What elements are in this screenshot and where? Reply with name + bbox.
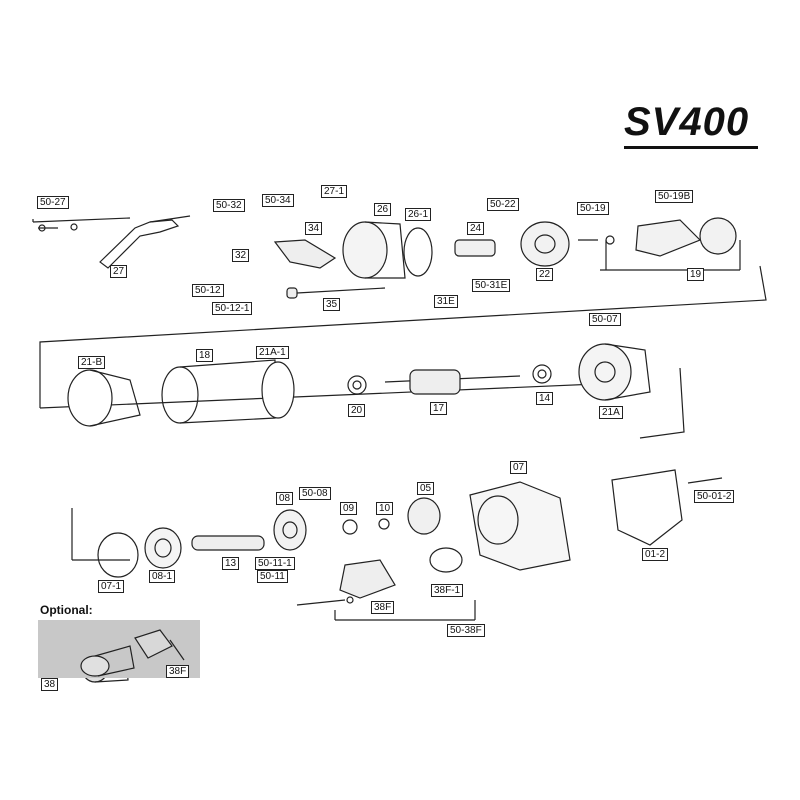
part-38F-flange bbox=[339, 559, 396, 599]
part-18-stator bbox=[161, 359, 295, 424]
part-07-1-oring bbox=[97, 532, 139, 578]
label-50-11: 50-11 bbox=[257, 570, 288, 583]
label-32: 32 bbox=[232, 249, 250, 262]
label-38-optional: 38 bbox=[41, 678, 59, 691]
part-17-rotor bbox=[384, 369, 521, 395]
label-50-11-1: 50-11-1 bbox=[255, 557, 295, 570]
label-50-12: 50-12 bbox=[192, 284, 224, 297]
part-35-bolt bbox=[286, 287, 386, 299]
label-38F-1: 38F-1 bbox=[431, 584, 464, 597]
label-24: 24 bbox=[467, 222, 485, 235]
part-13-seal bbox=[191, 535, 265, 551]
part-08-impeller-plate bbox=[273, 509, 307, 551]
label-14: 14 bbox=[536, 392, 554, 405]
label-20: 20 bbox=[348, 404, 366, 417]
label-19: 19 bbox=[687, 268, 705, 281]
label-09: 09 bbox=[340, 502, 358, 515]
label-08-1: 08-1 bbox=[149, 570, 176, 583]
label-18: 18 bbox=[196, 349, 214, 362]
title-underline bbox=[624, 146, 758, 149]
model-title: SV400 bbox=[624, 100, 750, 144]
part-22-plate bbox=[520, 221, 570, 267]
label-50-31E: 50-31E bbox=[472, 279, 511, 292]
label-07-1: 07-1 bbox=[98, 580, 125, 593]
part-09-washer bbox=[342, 519, 358, 535]
label-13: 13 bbox=[222, 557, 240, 570]
part-50-27-screw bbox=[38, 223, 78, 232]
part-05-impeller bbox=[407, 497, 441, 535]
part-07-volute bbox=[469, 481, 571, 571]
label-07: 07 bbox=[510, 461, 528, 474]
part-20-bearing bbox=[347, 375, 367, 395]
part-10-nut bbox=[378, 518, 390, 530]
label-50-38F: 50-38F bbox=[447, 624, 485, 637]
label-50-08: 50-08 bbox=[299, 487, 331, 500]
label-31E: 31E bbox=[434, 295, 458, 308]
label-34: 34 bbox=[305, 222, 323, 235]
label-10: 10 bbox=[376, 502, 394, 515]
part-50-01-2-screw bbox=[687, 477, 723, 484]
part-27-handle bbox=[99, 215, 191, 269]
part-24-brush bbox=[454, 239, 496, 257]
part-01-2-cover bbox=[611, 469, 683, 546]
part-08-1-plate bbox=[144, 527, 182, 569]
part-50-19-screw bbox=[578, 235, 615, 245]
part-50-38F-bolt bbox=[296, 596, 354, 606]
label-26-1: 26-1 bbox=[405, 208, 432, 221]
part-21A-endbell bbox=[578, 343, 651, 401]
label-17: 17 bbox=[430, 402, 448, 415]
label-50-34: 50-34 bbox=[262, 194, 294, 207]
label-21A: 21A bbox=[599, 406, 623, 419]
part-34-bracket bbox=[273, 239, 337, 269]
label-05: 05 bbox=[417, 482, 435, 495]
label-27-1: 27-1 bbox=[321, 185, 348, 198]
label-26: 26 bbox=[374, 203, 392, 216]
optional-heading: Optional: bbox=[40, 603, 93, 617]
label-27: 27 bbox=[110, 265, 128, 278]
label-50-12-1: 50-12-1 bbox=[212, 302, 253, 315]
label-21-B: 21-B bbox=[78, 356, 106, 369]
optional-parts-overlay bbox=[80, 629, 185, 677]
label-50-19B: 50-19B bbox=[655, 190, 694, 203]
label-21A-1: 21A-1 bbox=[256, 346, 289, 359]
part-21-B-housing bbox=[67, 369, 141, 427]
label-08: 08 bbox=[276, 492, 294, 505]
label-38F: 38F bbox=[371, 601, 395, 614]
label-50-32: 50-32 bbox=[213, 199, 245, 212]
label-50-01-2: 50-01-2 bbox=[694, 490, 735, 503]
label-35: 35 bbox=[323, 298, 341, 311]
part-19-assembly bbox=[635, 217, 737, 257]
part-14-bearing bbox=[532, 364, 552, 384]
label-22: 22 bbox=[536, 268, 554, 281]
label-01-2: 01-2 bbox=[642, 548, 669, 561]
label-38F-optional: 38F bbox=[166, 665, 190, 678]
part-26-cap bbox=[342, 221, 433, 279]
label-50-27: 50-27 bbox=[37, 196, 69, 209]
label-50-22: 50-22 bbox=[487, 198, 519, 211]
label-50-07: 50-07 bbox=[589, 313, 621, 326]
label-50-19: 50-19 bbox=[577, 202, 609, 215]
part-38F-1-gasket bbox=[429, 547, 463, 573]
